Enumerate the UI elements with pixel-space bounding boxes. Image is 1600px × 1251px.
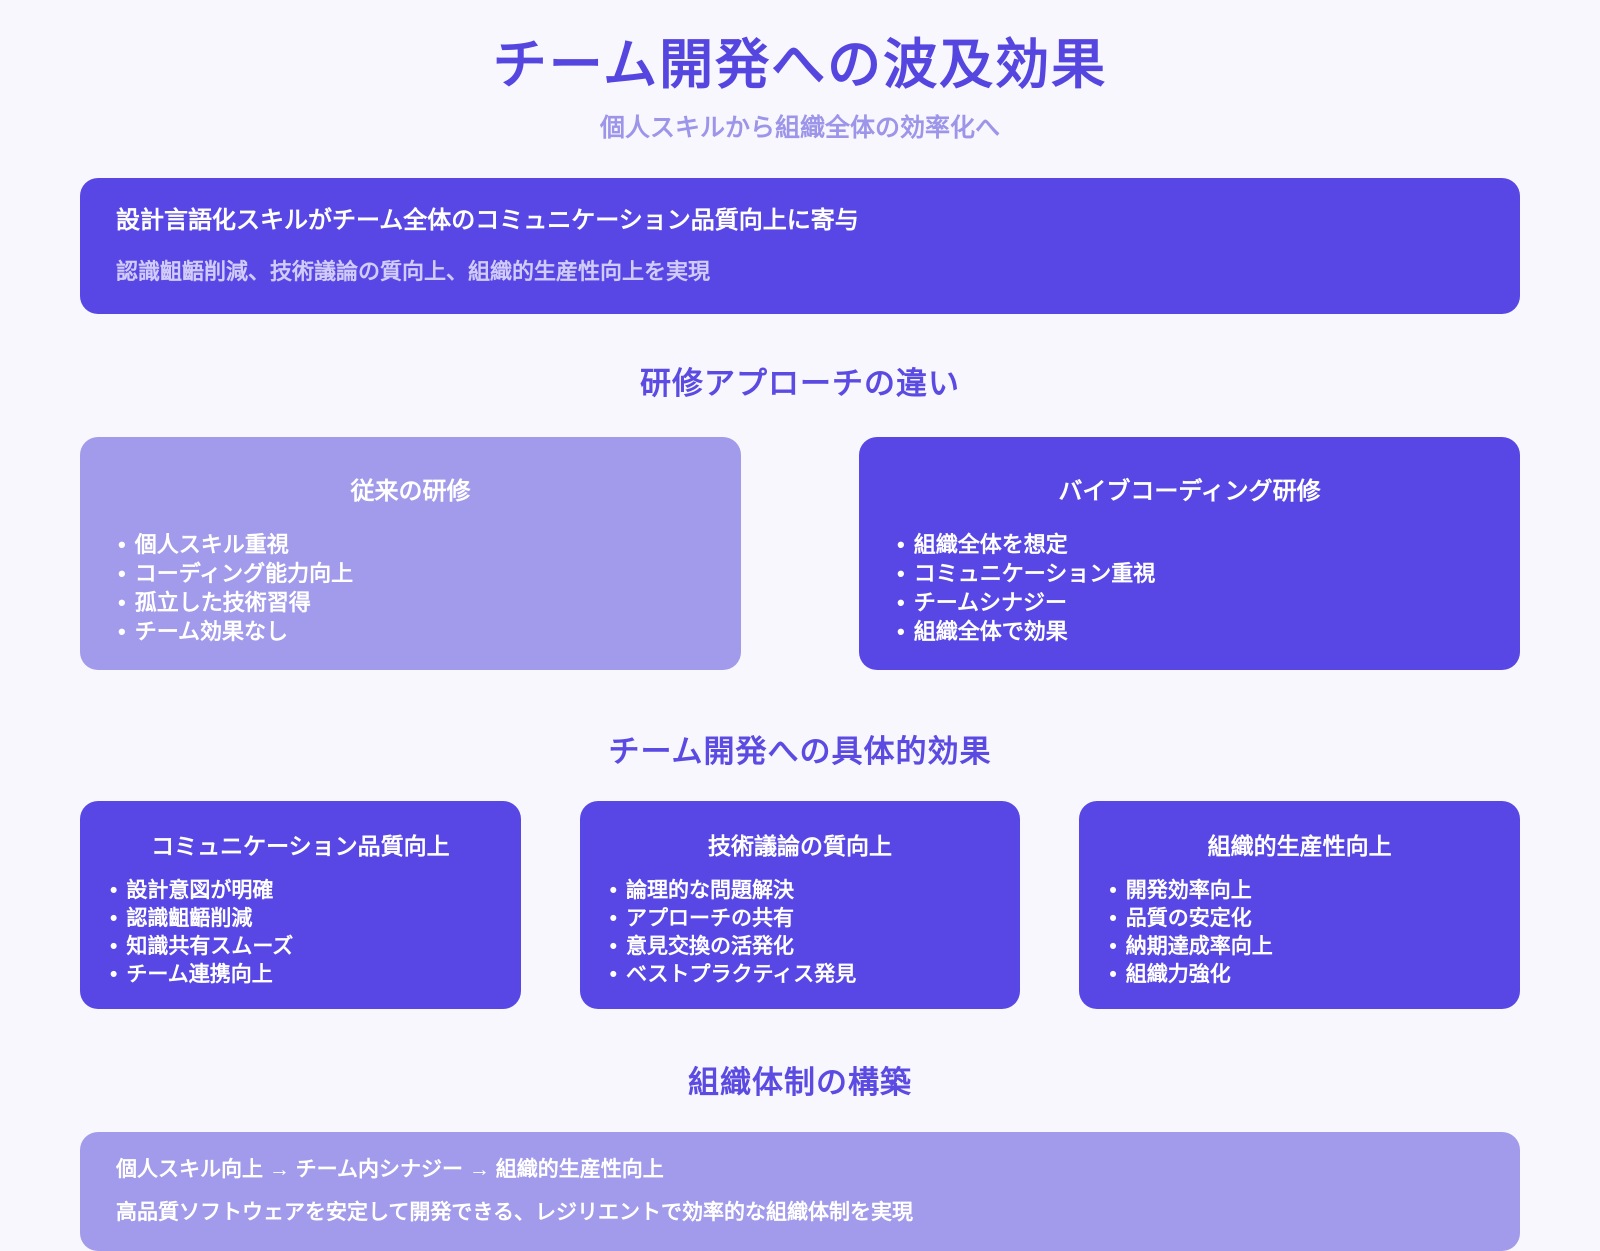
intro-banner-heading: 設計言語化スキルがチーム全体のコミュニケーション品質向上に寄与 (116, 207, 859, 235)
bullet-item: 意見交換の活発化 (610, 933, 991, 961)
bullet-item: チーム効果なし (118, 617, 703, 646)
organization-result-line: 高品質ソフトウェアを安定して開発できる、レジリエントで効率的な組織体制を実現 (116, 1201, 913, 1225)
training-cards-row: 従来の研修 個人スキル重視 コーディング能力向上 孤立した技術習得 チーム効果な… (80, 437, 1520, 671)
bullet-item: 設計意図が明確 (110, 877, 491, 905)
card-title: 技術議論の質向上 (708, 833, 892, 860)
card-organizational-productivity: 組織的生産性向上 開発効率向上 品質の安定化 納期達成率向上 組織力強化 (1079, 801, 1521, 1009)
page-subtitle: 個人スキルから組織全体の効率化へ (599, 114, 1000, 143)
card-title: コミュニケーション品質向上 (151, 833, 450, 860)
card-technical-discussion: 技術議論の質向上 論理的な問題解決 アプローチの共有 意見交換の活発化 ベストプ… (579, 801, 1021, 1009)
card-title: 従来の研修 (350, 478, 471, 506)
section-heading-effects: チーム開発への具体的効果 (608, 734, 992, 770)
organization-banner: 個人スキル向上 → チーム内シナジー → 組織的生産性向上 高品質ソフトウェアを… (80, 1131, 1520, 1251)
card-bullet-list: 開発効率向上 品質の安定化 納期達成率向上 組織力強化 (1109, 877, 1490, 989)
bullet-item: 開発効率向上 (1109, 877, 1490, 905)
card-title: 組織的生産性向上 (1207, 833, 1392, 860)
bullet-item: コーディング能力向上 (118, 559, 703, 588)
card-bullet-list: 個人スキル重視 コーディング能力向上 孤立した技術習得 チーム効果なし (118, 530, 703, 646)
bullet-item: 組織全体で効果 (897, 617, 1482, 646)
bullet-item: 組織力強化 (1109, 961, 1490, 989)
bullet-item: チームシナジー (897, 588, 1482, 617)
bullet-item: コミュニケーション重視 (897, 559, 1482, 588)
bullet-item: チーム連携向上 (110, 961, 491, 989)
bullet-item: 納期達成率向上 (1109, 933, 1490, 961)
section-heading-organization: 組織体制の構築 (688, 1064, 912, 1100)
page-title: チーム開発への波及効果 (492, 35, 1108, 95)
bullet-item: 品質の安定化 (1109, 905, 1490, 933)
intro-banner: 設計言語化スキルがチーム全体のコミュニケーション品質向上に寄与 認識齟齬削減、技… (80, 178, 1520, 315)
card-vibe-coding-training: バイブコーディング研修 組織全体を想定 コミュニケーション重視 チームシナジー … (859, 437, 1520, 671)
bullet-item: ベストプラクティス発見 (610, 961, 991, 989)
card-bullet-list: 組織全体を想定 コミュニケーション重視 チームシナジー 組織全体で効果 (897, 530, 1482, 646)
section-heading-training: 研修アプローチの違い (640, 366, 960, 402)
card-communication-quality: コミュニケーション品質向上 設計意図が明確 認識齟齬削減 知識共有スムーズ チー… (80, 801, 521, 1009)
bullet-item: 組織全体を想定 (897, 530, 1482, 559)
bullet-item: 認識齟齬削減 (110, 905, 491, 933)
slide: チーム開発への波及効果 個人スキルから組織全体の効率化へ 設計言語化スキルがチー… (0, 0, 1600, 1200)
intro-banner-subtext: 認識齟齬削減、技術議論の質向上、組織的生産性向上を実現 (116, 259, 711, 285)
effects-cards-row: コミュニケーション品質向上 設計意図が明確 認識齟齬削減 知識共有スムーズ チー… (80, 801, 1521, 1009)
bullet-item: アプローチの共有 (610, 905, 991, 933)
card-bullet-list: 設計意図が明確 認識齟齬削減 知識共有スムーズ チーム連携向上 (110, 877, 491, 989)
bullet-item: 個人スキル重視 (118, 530, 703, 559)
bullet-item: 論理的な問題解決 (610, 877, 991, 905)
card-title: バイブコーディング研修 (1058, 478, 1321, 506)
bullet-item: 孤立した技術習得 (118, 588, 703, 617)
card-traditional-training: 従来の研修 個人スキル重視 コーディング能力向上 孤立した技術習得 チーム効果な… (80, 437, 741, 671)
bullet-item: 知識共有スムーズ (110, 933, 491, 961)
card-bullet-list: 論理的な問題解決 アプローチの共有 意見交換の活発化 ベストプラクティス発見 (610, 877, 991, 989)
organization-flow-line: 個人スキル向上 → チーム内シナジー → 組織的生産性向上 (116, 1157, 664, 1181)
